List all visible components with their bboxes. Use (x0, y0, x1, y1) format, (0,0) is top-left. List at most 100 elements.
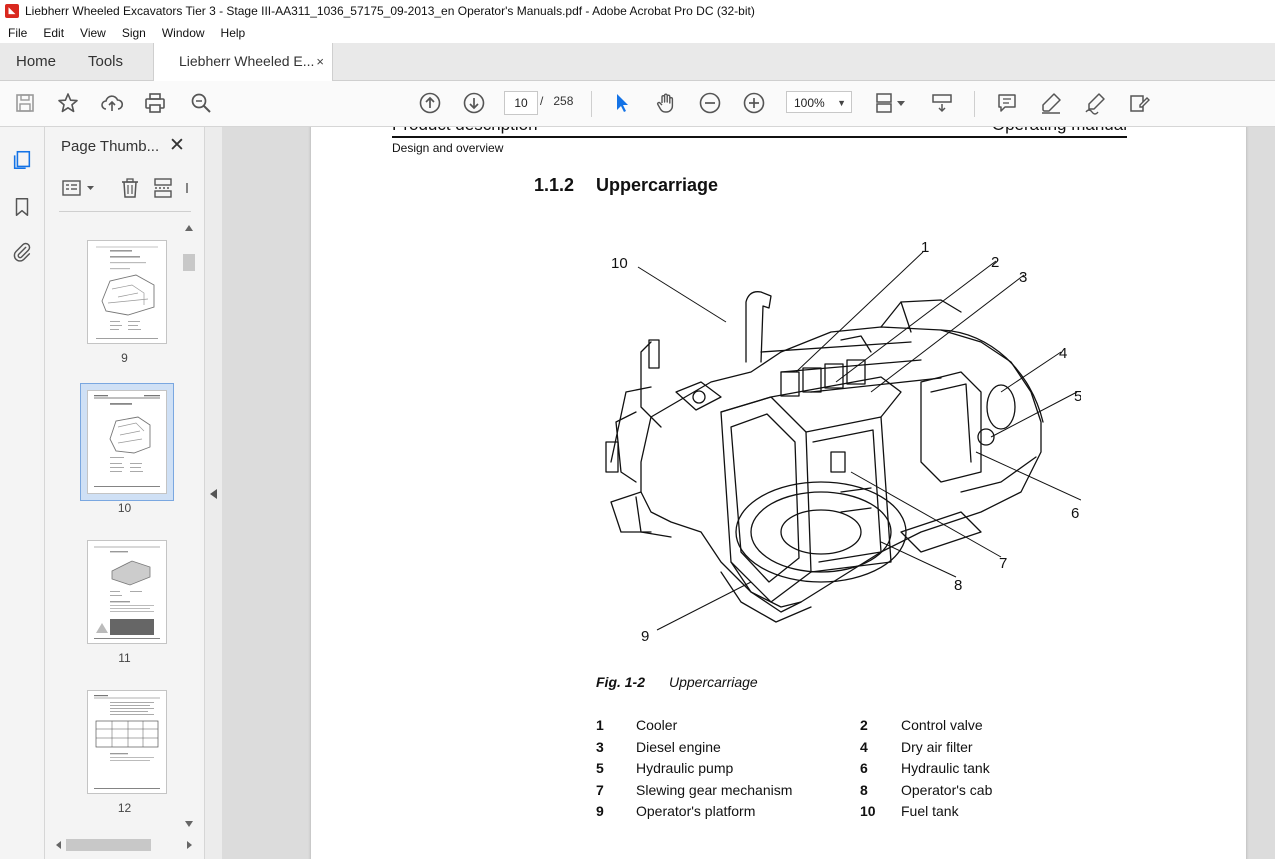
page-subheader: Design and overview (392, 141, 504, 155)
callout-10: 10 (611, 255, 628, 272)
toolbar: 10 / 258 100% ▼ (0, 81, 1275, 127)
callout-8: 8 (954, 577, 962, 594)
thumbnail-page-number: 10 (117, 501, 132, 515)
comment-icon[interactable] (994, 90, 1020, 116)
tab-document[interactable]: Liebherr Wheeled E... × (153, 43, 333, 81)
legend-number: 4 (860, 739, 868, 755)
uppercarriage-diagram: 1 2 3 4 5 6 7 8 9 10 (605, 239, 1081, 645)
legend-text: Slewing gear mechanism (636, 782, 793, 798)
callout-4: 4 (1059, 345, 1067, 362)
zoom-level-value: 100% (794, 96, 825, 110)
legend-text: Diesel engine (636, 739, 721, 755)
previous-page-icon[interactable] (417, 90, 443, 116)
legend-number: 8 (860, 782, 868, 798)
toolbar-divider (974, 91, 975, 117)
thumbnail-page-number: 11 (118, 651, 131, 665)
toolbar-divider (591, 91, 592, 117)
more-tools-icon[interactable] (183, 177, 191, 199)
hand-tool-icon[interactable] (653, 90, 679, 116)
bookmarks-icon[interactable] (10, 195, 34, 219)
tab-tools[interactable]: Tools (88, 53, 124, 70)
close-panel-icon[interactable]: ✕ (169, 135, 185, 156)
legend-text: Dry air filter (901, 739, 973, 755)
thumbnail-page-number: 12 (117, 801, 132, 815)
menu-edit[interactable]: Edit (43, 25, 65, 40)
page-thumbnail[interactable] (87, 690, 167, 794)
page-count: / 258 (540, 94, 573, 108)
tab-bar: Home Tools Liebherr Wheeled E... × (0, 43, 1275, 81)
chevron-down-icon: ▼ (837, 98, 846, 108)
chevron-left-icon (210, 489, 217, 499)
bookmark-star-icon[interactable] (55, 90, 81, 116)
page-thumbnails-icon[interactable] (10, 148, 34, 172)
scroll-mode-icon[interactable] (929, 90, 955, 116)
thumbnail-horizontal-scrollbar[interactable] (52, 836, 196, 854)
save-icon[interactable] (12, 90, 38, 116)
callout-6: 6 (1071, 505, 1079, 522)
legend-number: 5 (596, 760, 604, 776)
thumbnail-toolbar (59, 175, 191, 201)
callout-2: 2 (991, 254, 999, 271)
panel-collapse-handle[interactable] (205, 127, 222, 859)
navigation-rail (0, 127, 45, 859)
window-title: Liebherr Wheeled Excavators Tier 3 - Sta… (25, 4, 755, 18)
menu-window[interactable]: Window (161, 25, 205, 40)
legend-number: 10 (860, 803, 876, 819)
zoom-out-icon[interactable] (697, 90, 723, 116)
thumbnail-page-number: 9 (121, 351, 128, 365)
total-pages: 258 (553, 94, 574, 108)
page-header-right: Operating manual (992, 127, 1127, 135)
delete-page-icon[interactable] (119, 177, 141, 199)
callout-9: 9 (641, 628, 649, 645)
attachments-icon[interactable] (10, 240, 34, 264)
menu-help[interactable]: Help (220, 25, 246, 40)
zoom-search-icon[interactable] (188, 90, 214, 116)
page-thumbnail[interactable] (87, 240, 167, 344)
page-header-left: Product description (392, 127, 538, 135)
document-viewport[interactable]: Product description Operating manual Des… (222, 127, 1275, 859)
highlight-pen-icon[interactable] (1038, 90, 1064, 116)
fill-sign-icon[interactable] (1126, 90, 1152, 116)
panel-title: Page Thumb... (61, 138, 160, 155)
legend-number: 2 (860, 717, 868, 733)
title-bar: ◣ Liebherr Wheeled Excavators Tier 3 - S… (0, 0, 1275, 22)
section-number: 1.1.2 (534, 175, 575, 195)
legend-text: Hydraulic tank (901, 760, 990, 776)
section-title: Uppercarriage (596, 175, 719, 195)
legend-number: 3 (596, 739, 604, 755)
legend-number: 6 (860, 760, 868, 776)
thumbnail-preview (94, 546, 160, 639)
page-thumbnail-selected[interactable] (87, 390, 167, 494)
header-rule (392, 136, 1127, 138)
panel-divider (59, 211, 191, 212)
insert-page-icon[interactable] (152, 177, 174, 199)
menu-sign[interactable]: Sign (121, 25, 146, 40)
print-icon[interactable] (142, 90, 168, 116)
page-layout-icon[interactable] (873, 90, 909, 116)
pdf-page: Product description Operating manual Des… (311, 127, 1246, 859)
next-page-icon[interactable] (461, 90, 487, 116)
tab-home[interactable]: Home (16, 53, 57, 70)
menu-file[interactable]: File (8, 25, 28, 40)
legend-number: 9 (596, 803, 604, 819)
thumbnail-vertical-scrollbar[interactable] (182, 220, 196, 832)
page-thumbnails-panel: Page Thumb... ✕ 9 10 (45, 127, 205, 859)
zoom-in-icon[interactable] (741, 90, 767, 116)
thumbnail-preview (96, 246, 158, 339)
close-tab-icon[interactable]: × (316, 54, 324, 69)
zoom-level-dropdown[interactable]: 100% ▼ (786, 91, 852, 113)
tab-document-label: Liebherr Wheeled E... (179, 53, 315, 69)
figure-caption: Uppercarriage (669, 674, 758, 690)
legend-text: Operator's cab (901, 782, 993, 798)
draw-pen-icon[interactable] (1082, 90, 1108, 116)
select-cursor-icon[interactable] (609, 90, 635, 116)
page-number-input[interactable]: 10 (504, 91, 538, 115)
options-menu-icon[interactable] (61, 177, 97, 199)
legend-text: Control valve (901, 717, 983, 733)
legend-text: Operator's platform (636, 803, 756, 819)
upload-cloud-icon[interactable] (99, 90, 125, 116)
figure-label: Fig. 1-2 (596, 674, 646, 690)
page-thumbnail[interactable] (87, 540, 167, 644)
menu-view[interactable]: View (80, 25, 106, 40)
page-separator: / (540, 94, 544, 108)
